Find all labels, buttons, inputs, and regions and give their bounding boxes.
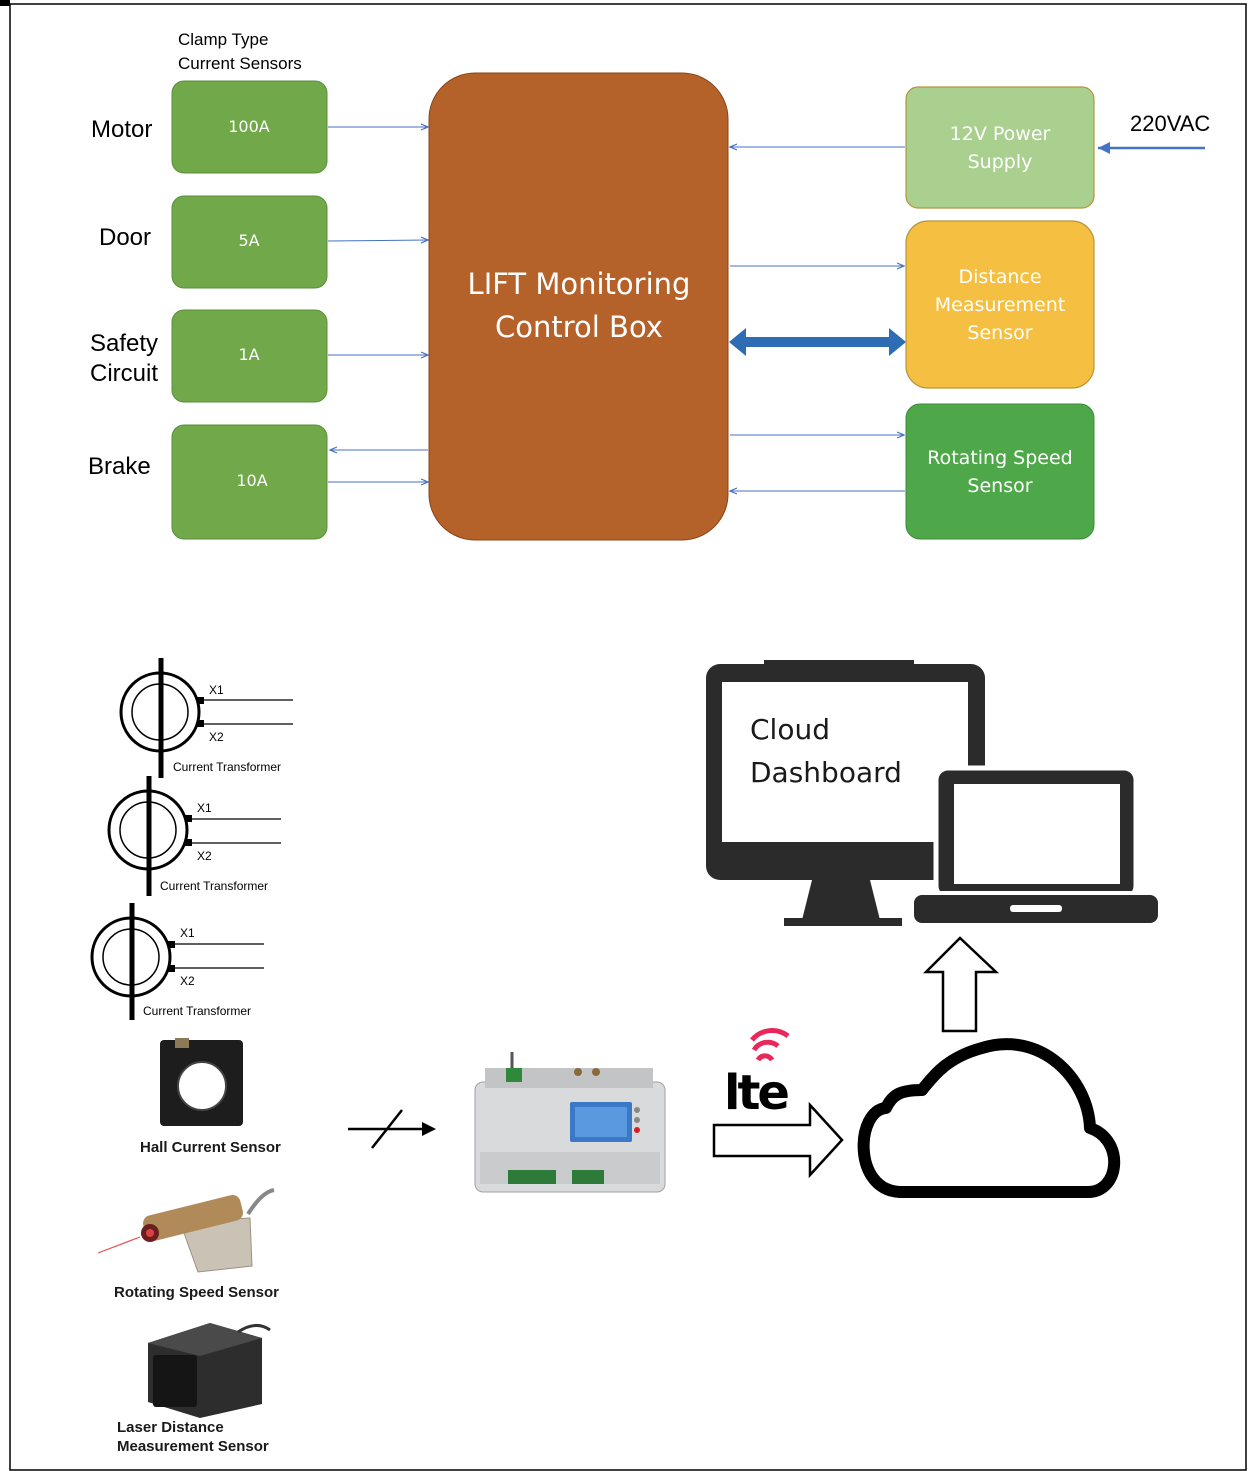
laser-caption-line2: Measurement Sensor bbox=[117, 1438, 269, 1455]
dashboard-line2: Dashboard bbox=[750, 756, 902, 789]
sensor-label-brake: Brake bbox=[88, 453, 151, 480]
lte-to-cloud-arrow bbox=[712, 1101, 844, 1179]
lte-logo bbox=[750, 1028, 790, 1062]
ct3-x1: X1 bbox=[180, 926, 195, 940]
distance-sensor-box bbox=[905, 220, 1095, 389]
rotating-speed-sensor-image bbox=[97, 1188, 275, 1273]
distance-sensor-line3: Sensor bbox=[967, 322, 1032, 344]
control-box-line1: LIFT Monitoring bbox=[468, 267, 691, 301]
ct1-caption: Current Transformer bbox=[173, 760, 281, 774]
safety-rating: 1A bbox=[238, 345, 259, 364]
speed-sensor-line2: Sensor bbox=[967, 475, 1032, 497]
laptop-icon bbox=[910, 765, 1162, 927]
diagram-frame bbox=[9, 3, 1247, 1471]
ct2-caption: Current Transformer bbox=[160, 879, 268, 893]
sensor-label-door: Door bbox=[99, 224, 151, 251]
ct1-x2: X2 bbox=[209, 730, 224, 744]
sensor-label-motor: Motor bbox=[91, 116, 152, 143]
door-sensor-box bbox=[171, 195, 328, 289]
speed-sensor-line1: Rotating Speed bbox=[927, 447, 1073, 469]
dashboard-line1: Cloud bbox=[750, 713, 830, 746]
sensor-label-safety: Safety bbox=[90, 330, 158, 357]
power-supply-line1: 12V Power bbox=[950, 123, 1051, 145]
ct2-x2: X2 bbox=[197, 849, 212, 863]
cloud-icon bbox=[857, 1038, 1121, 1198]
bidirectional-arrow bbox=[729, 328, 906, 356]
ct3-caption: Current Transformer bbox=[143, 1004, 251, 1018]
multi-wire-arrow bbox=[348, 1109, 436, 1149]
current-transformer-symbol-2 bbox=[107, 776, 281, 896]
brake-sensor-box bbox=[171, 424, 328, 540]
hall-sensor-caption: Hall Current Sensor bbox=[140, 1139, 281, 1156]
frame-corner-mark bbox=[0, 0, 10, 6]
speed-sensor-box bbox=[905, 403, 1095, 540]
control-box-line2: Control Box bbox=[495, 310, 663, 344]
current-transformer-symbol-1 bbox=[119, 658, 293, 778]
motor-sensor-box bbox=[171, 80, 328, 174]
laser-distance-sensor-image bbox=[148, 1323, 271, 1418]
laser-caption-line1: Laser Distance bbox=[117, 1419, 224, 1436]
speed-sensor-caption: Rotating Speed Sensor bbox=[114, 1284, 279, 1301]
door-connector bbox=[327, 240, 428, 241]
safety-sensor-box bbox=[171, 309, 328, 403]
motor-rating: 100A bbox=[228, 117, 270, 136]
distance-sensor-line2: Measurement bbox=[935, 294, 1065, 316]
clamp-header-line2: Current Sensors bbox=[178, 54, 302, 73]
cloud-to-dashboard-arrow bbox=[922, 936, 1000, 1033]
clamp-header-line1: Clamp Type bbox=[178, 30, 268, 49]
current-transformer-symbol-3 bbox=[90, 903, 264, 1020]
ct1-x1: X1 bbox=[209, 683, 224, 697]
door-rating: 5A bbox=[238, 231, 259, 250]
lte-text: lte bbox=[724, 1065, 788, 1121]
distance-sensor-line1: Distance bbox=[958, 266, 1041, 288]
power-supply-line2: Supply bbox=[968, 151, 1033, 173]
sensor-label-circuit: Circuit bbox=[90, 360, 158, 387]
control-box bbox=[428, 72, 729, 541]
brake-rating: 10A bbox=[236, 471, 267, 490]
power-input-label: 220VAC bbox=[1130, 111, 1210, 136]
ct2-x1: X1 bbox=[197, 801, 212, 815]
desktop-monitor-icon bbox=[706, 660, 985, 926]
ct3-x2: X2 bbox=[180, 974, 195, 988]
power-supply-box bbox=[905, 86, 1095, 209]
hall-current-sensor-image bbox=[160, 1038, 243, 1126]
controller-device-image bbox=[474, 1052, 666, 1193]
